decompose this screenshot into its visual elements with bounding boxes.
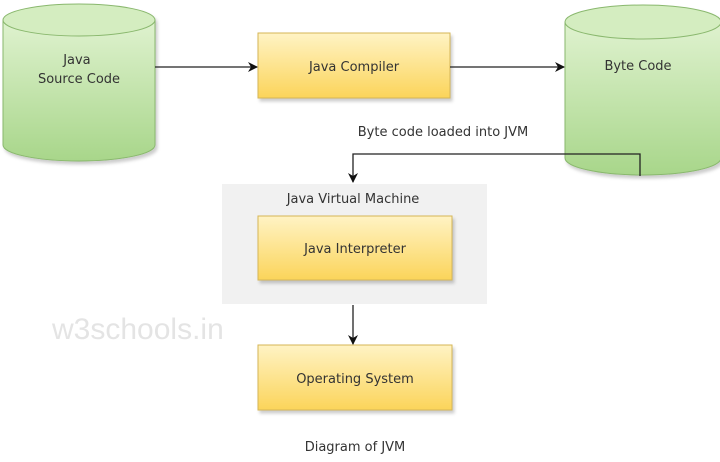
compiler-box [257,32,451,99]
arrow-bytecode-to-jvm [348,153,641,183]
caption: Diagram of JVM [305,440,406,455]
jvm-label: Java Virtual Machine [286,192,420,207]
edge-label-bytecode-to-jvm: Byte code loaded into JVM [358,125,528,140]
source-code-cylinder [2,3,156,162]
watermark: w3schools.in [51,313,224,346]
os-box [257,344,453,411]
interpreter-label: Java Interpreter [303,242,407,257]
interpreter-box [257,215,453,281]
source-code-label: Java Source Code [38,53,120,87]
byte-code-label: Byte Code [604,59,671,74]
byte-code-cylinder [564,4,720,176]
compiler-label: Java Compiler [308,60,400,75]
os-label: Operating System [296,372,414,387]
